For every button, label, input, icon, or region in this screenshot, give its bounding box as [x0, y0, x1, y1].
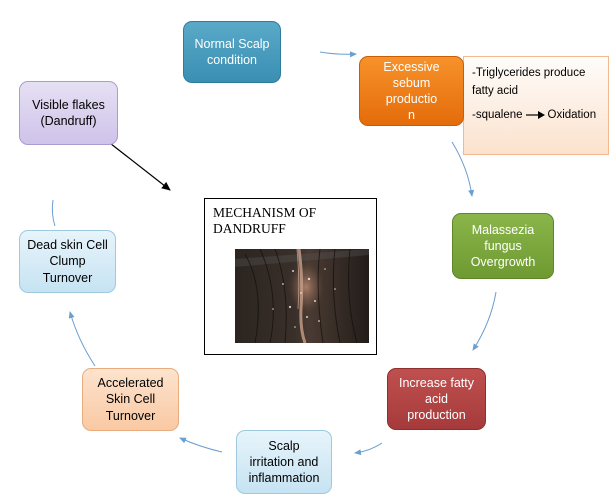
center-title: MECHANISM OF DANDRUFF	[213, 205, 317, 236]
center-panel: MECHANISM OF DANDRUFF	[204, 198, 377, 355]
arrow-irritation-to-accelerated	[179, 437, 223, 453]
step-scalp-irritation-label: Scalp irritation and inflammation	[248, 438, 320, 486]
right-arrow-icon	[525, 110, 545, 119]
note-oxidation: Oxidation	[547, 108, 597, 121]
step-visible-flakes: Visible flakes (Dandruff)	[19, 81, 118, 145]
arrow-accelerated-to-deadskin	[68, 311, 96, 367]
note-squalene-row: -squalene Oxidation	[472, 109, 602, 121]
step-scalp-irritation: Scalp irritation and inflammation	[236, 430, 332, 494]
step-accelerated-turnover: Accelerated Skin Cell Turnover	[82, 368, 179, 431]
step-accelerated-turnover-label: Accelerated Skin Cell Turnover	[97, 376, 164, 423]
arrow-malassezia-to-fatty	[472, 291, 497, 351]
arrow-flakes-to-center	[105, 139, 171, 191]
step-normal-scalp: Normal Scalp condition	[183, 21, 281, 83]
arrow-normal-to-sebum	[319, 51, 357, 58]
step-increase-fatty-acid-label: Increase fatty acid production	[398, 375, 475, 423]
step-excessive-sebum-label: Excessive sebum productio n	[383, 59, 440, 123]
step-normal-scalp-label: Normal Scalp condition	[194, 36, 270, 67]
note-squalene: -squalene	[472, 108, 523, 121]
step-dead-skin-clump: Dead skin Cell Clump Turnover	[19, 230, 116, 293]
arrow-deadskin-to-flakes	[51, 199, 56, 227]
scalp-photo-image	[235, 249, 369, 343]
scalp-photo	[235, 249, 369, 343]
step-increase-fatty-acid: Increase fatty acid production	[387, 368, 486, 430]
sebum-note-box: -Triglycerides produce fatty acid -squal…	[463, 56, 609, 155]
step-excessive-sebum: Excessive sebum productio n	[359, 56, 464, 126]
step-dead-skin-clump-label: Dead skin Cell Clump Turnover	[27, 238, 108, 285]
note-triglycerides: -Triglycerides produce fatty acid	[472, 67, 586, 97]
step-malassezia-overgrowth-label: Malassezia fungus Overgrowth	[470, 222, 536, 270]
step-visible-flakes-label: Visible flakes (Dandruff)	[32, 97, 105, 128]
arrow-fatty-to-irritation	[354, 442, 383, 456]
step-malassezia-overgrowth: Malassezia fungus Overgrowth	[452, 213, 554, 279]
